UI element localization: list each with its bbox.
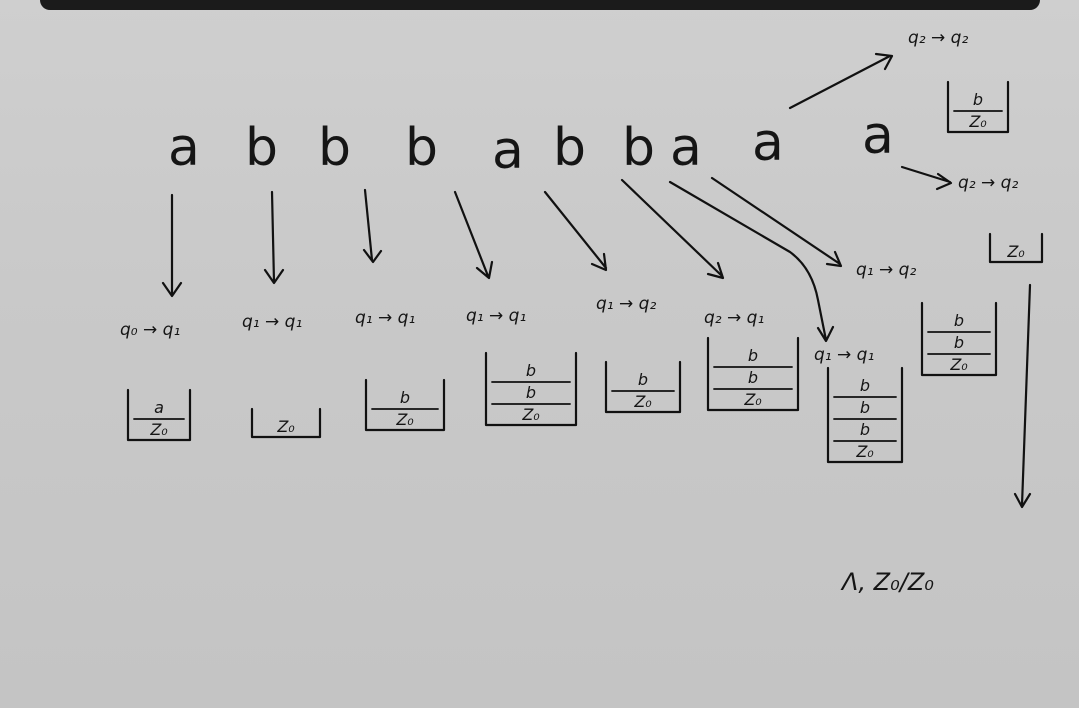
stack-5-cell-1: b	[638, 370, 648, 389]
input-symbol-5: a	[492, 121, 524, 181]
transition-labels: q₀ → q₁ q₁ → q₁ q₁ → q₁ q₁ → q₁ q₁ → q₂ …	[120, 28, 1018, 365]
stack-10: Z₀	[988, 232, 1044, 264]
input-symbol-10: a	[862, 106, 894, 166]
stack-6-cell-3: Z₀	[743, 390, 762, 409]
transition-8: q₁ → q₂	[856, 260, 916, 280]
stack-9: bZ₀	[946, 80, 1010, 134]
stack-3-cell-1: b	[400, 388, 410, 407]
stack-2: Z₀	[250, 407, 322, 439]
stack-5-outline	[604, 360, 682, 414]
final-note: Λ, Z₀/Z₀	[840, 568, 934, 596]
transition-4: q₁ → q₁	[466, 306, 526, 326]
stack-9-cell-2: Z₀	[968, 112, 987, 131]
input-symbol-4: b	[405, 118, 438, 178]
input-symbol-9: a	[752, 113, 784, 173]
stack-4-cell-1: b	[526, 361, 536, 380]
stack-5-cell-2: Z₀	[633, 392, 652, 411]
stack-6-cell-2: b	[748, 368, 758, 387]
arrow-10	[900, 165, 953, 191]
arrow-5	[543, 190, 608, 272]
transition-3: q₁ → q₁	[355, 308, 415, 328]
stack-9-cell-1: b	[973, 90, 983, 109]
transition-2: q₁ → q₁	[242, 312, 302, 332]
stack-4-cell-3: Z₀	[521, 405, 540, 424]
input-symbol-2: b	[245, 118, 278, 178]
stack-2-outline	[250, 407, 322, 439]
arrow-8	[710, 176, 843, 268]
transition-6: q₂ → q₁	[704, 308, 764, 328]
transition-9: q₂ → q₂	[908, 28, 968, 48]
photo-top-edge	[40, 0, 1040, 10]
stack-4-cell-2: b	[526, 383, 536, 402]
stack-7-cell-2: b	[860, 398, 870, 417]
stack-8-cell-3: Z₀	[949, 355, 968, 374]
stack-2-cell-1: Z₀	[276, 417, 295, 436]
stack-3-outline	[364, 378, 446, 432]
stack-3: bZ₀	[364, 378, 446, 432]
arrow-4	[453, 190, 494, 280]
arrow-2	[263, 190, 285, 285]
stack-7-cell-3: b	[860, 420, 870, 439]
input-symbol-3: b	[318, 118, 351, 178]
arrow-7	[668, 180, 835, 343]
step-arrows	[161, 52, 1032, 509]
stack-6-cell-1: b	[748, 346, 758, 365]
stack-5: bZ₀	[604, 360, 682, 414]
stack-7-outline	[826, 366, 904, 464]
stack-6-outline	[706, 336, 800, 412]
input-string: a b b b a b b a a a	[168, 106, 894, 181]
stack-1-outline	[126, 388, 192, 442]
input-symbol-7: b	[622, 118, 655, 178]
stack-9-outline	[946, 80, 1010, 134]
arrow-1	[161, 193, 183, 298]
arrow-9	[788, 52, 894, 110]
stack-4-outline	[484, 351, 578, 427]
stack-3-cell-2: Z₀	[395, 410, 414, 429]
arrow-final	[1013, 283, 1032, 509]
stack-8-cell-1: b	[954, 311, 964, 330]
stack-7-cell-1: b	[860, 376, 870, 395]
transition-10: q₂ → q₂	[958, 173, 1018, 193]
stack-8-outline	[920, 301, 998, 377]
transition-5: q₁ → q₂	[596, 294, 656, 314]
input-symbol-1: a	[168, 118, 200, 178]
transition-1: q₀ → q₁	[120, 320, 180, 340]
arrow-3	[362, 188, 383, 264]
stack-7-cell-4: Z₀	[855, 442, 874, 461]
stack-10-outline	[988, 232, 1044, 264]
stack-1-cell-2: Z₀	[149, 420, 168, 439]
stack-10-cell-1: Z₀	[1006, 242, 1025, 261]
stack-8-cell-2: b	[954, 333, 964, 352]
transition-7: q₁ → q₁	[814, 345, 874, 365]
stack-1-cell-1: a	[154, 398, 164, 417]
input-symbol-8: a	[670, 118, 702, 178]
stack-1: aZ₀	[126, 388, 192, 442]
arrow-6	[620, 178, 725, 280]
input-symbol-6: b	[553, 118, 586, 178]
